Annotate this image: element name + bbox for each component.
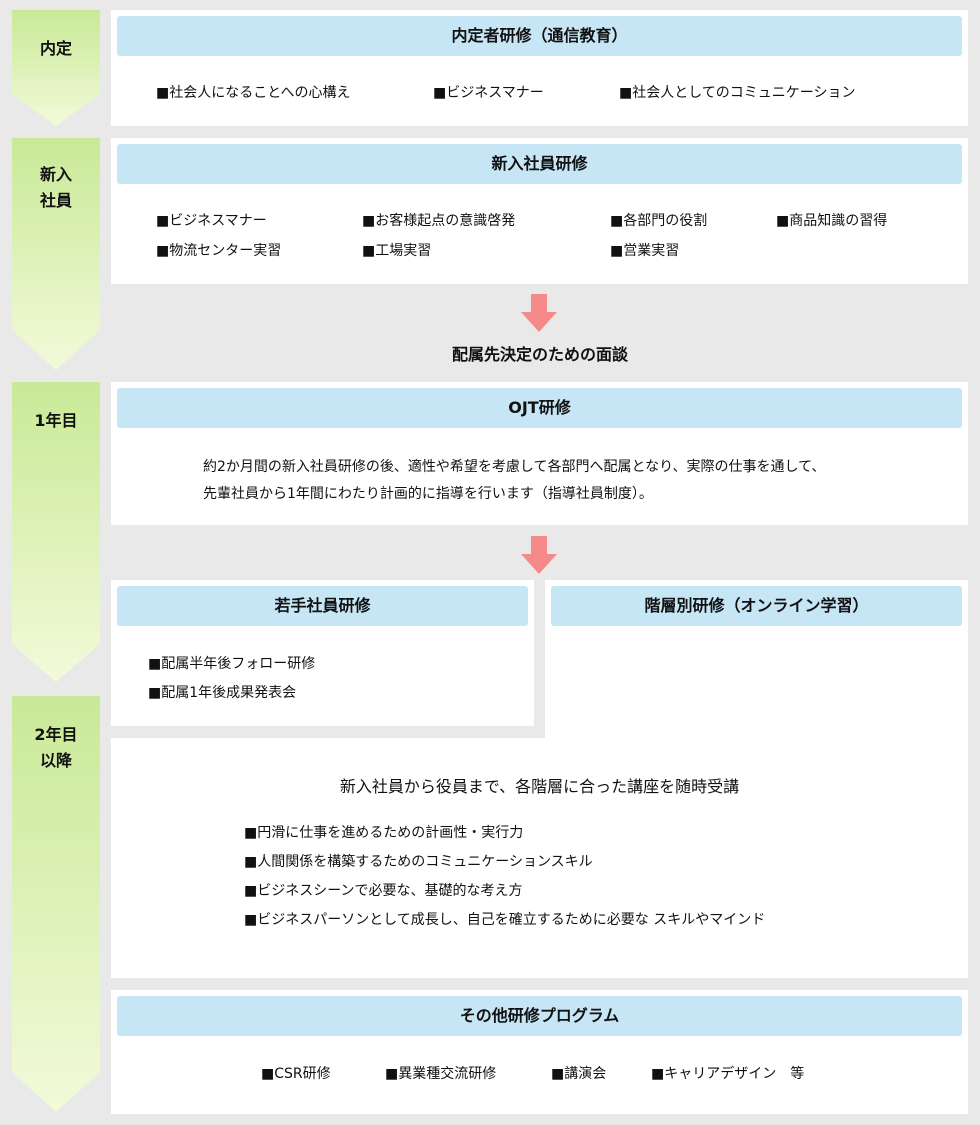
card-header: 新入社員研修 [117, 144, 962, 184]
list-item: ■人間関係を構築するためのコミュニケーションスキル [244, 854, 593, 870]
stage-chevron [12, 138, 100, 370]
card-hierarchical-training-body [111, 738, 968, 978]
ojt-description-line: 先輩社員から1年間にわたり計画的に指導を行います（指導社員制度）。 [203, 486, 653, 502]
stage-label-1st-year: 1年目 [34, 411, 78, 430]
stage-label-line: 2年目 [34, 725, 78, 744]
list-item: ■配属1年後成果発表会 [148, 685, 297, 701]
list-item: ■ビジネスマナー [156, 213, 267, 229]
stage-label-line: 以降 [39, 751, 72, 770]
card-other-programs: その他研修プログラム ■CSR研修 ■異業種交流研修 ■講演会 ■キャリアデザイ… [111, 990, 968, 1114]
list-item: ■円滑に仕事を進めるための計画性・実行力 [244, 825, 524, 841]
interview-label: 配属先決定のための面談 [451, 345, 628, 364]
list-item: ■社会人としてのコミュニケーション [619, 85, 856, 101]
card-header: その他研修プログラム [117, 996, 962, 1036]
list-item: ■配属半年後フォロー研修 [148, 656, 316, 672]
list-item: ■お客様起点の意識啓発 [362, 213, 516, 229]
card-header: 若手社員研修 [117, 586, 528, 626]
stage-chevron [12, 10, 100, 126]
stage-label-naitei: 内定 [39, 39, 72, 58]
list-item: ■物流センター実習 [156, 243, 282, 259]
stage-label-line: 社員 [39, 191, 72, 210]
card-header: 内定者研修（通信教育） [117, 16, 962, 56]
ojt-description-line: 約2か月間の新入社員研修の後、適性や希望を考慮して各部門へ配属となり、実際の仕事… [203, 459, 826, 475]
down-arrow-icon [521, 294, 557, 332]
list-item: ■キャリアデザイン 等 [651, 1066, 805, 1082]
list-item: ■ビジネスパーソンとして成長し、自己を確立するために必要な スキルやマインド [244, 912, 766, 928]
list-item: ■各部門の役割 [610, 213, 708, 229]
stage-2nd-year-onward: 2年目 以降 [12, 696, 100, 1112]
list-item: ■工場実習 [362, 243, 432, 259]
list-item: ■ビジネスシーンで必要な、基礎的な考え方 [244, 883, 523, 899]
list-item: ■営業実習 [610, 243, 680, 259]
card-header: OJT研修 [117, 388, 962, 428]
down-arrow-icon [521, 536, 557, 574]
card-header-hierarchical: 階層別研修（オンライン学習） [551, 586, 962, 626]
card-naitei-training: 内定者研修（通信教育） ■社会人になることへの心構え ■ビジネスマナー ■社会人… [111, 10, 968, 126]
card-new-employee-training: 新入社員研修 ■ビジネスマナー ■お客様起点の意識啓発 ■各部門の役割 ■商品知… [111, 138, 968, 284]
stage-label-2nd-year: 2年目 以降 [12, 722, 100, 774]
stage-naitei: 内定 [12, 10, 100, 126]
stage-chevron [12, 382, 100, 682]
list-item: ■商品知識の習得 [776, 213, 888, 229]
list-item: ■ビジネスマナー [433, 85, 544, 101]
list-item: ■異業種交流研修 [385, 1066, 497, 1082]
card-ojt-training: OJT研修 約2か月間の新入社員研修の後、適性や希望を考慮して各部門へ配属となり… [111, 382, 968, 525]
stage-label-line: 新入 [39, 165, 72, 184]
stage-shinnyu: 新入 社員 [12, 138, 100, 370]
list-item: ■講演会 [551, 1066, 607, 1082]
stage-1st-year: 1年目 [12, 382, 100, 682]
stage-chevron [12, 696, 100, 1112]
list-item: ■社会人になることへの心構え [156, 85, 351, 101]
hierarchical-lead-text: 新入社員から役員まで、各階層に合った講座を随時受講 [339, 777, 740, 796]
stage-label-shinnyu: 新入 社員 [12, 162, 100, 214]
list-item: ■CSR研修 [261, 1066, 331, 1082]
card-young-employee-training: 若手社員研修 ■配属半年後フォロー研修 ■配属1年後成果発表会 [111, 580, 534, 726]
